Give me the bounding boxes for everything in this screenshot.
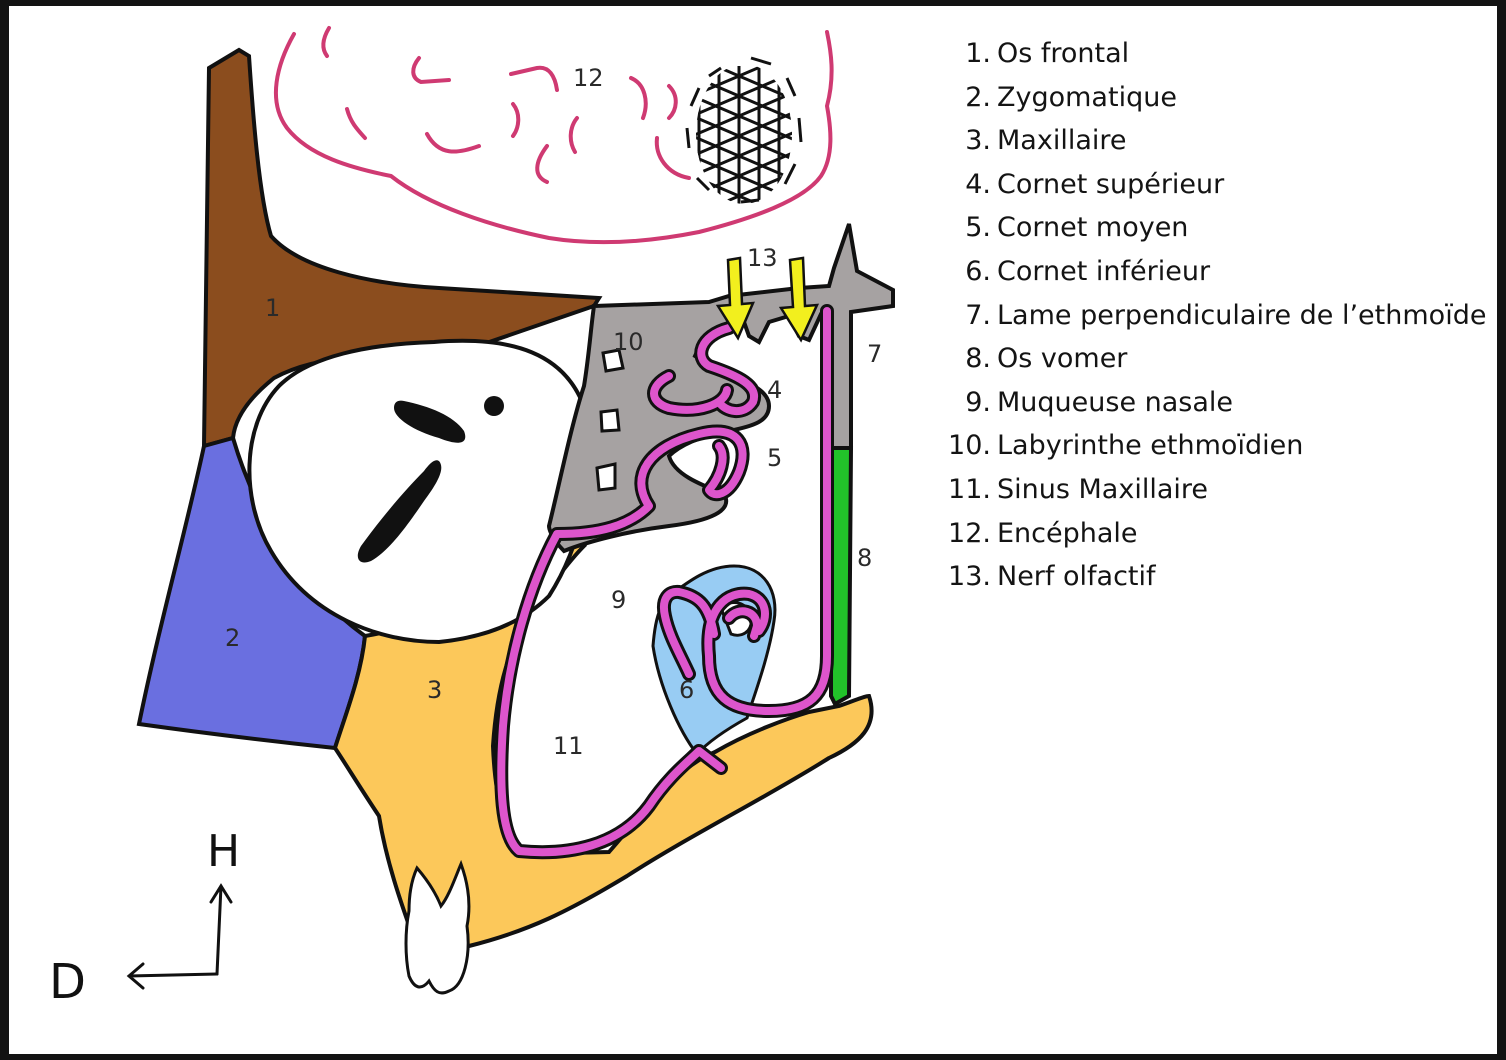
legend-item: 8.Os vomer (935, 337, 1486, 381)
legend-item: 11.Sinus Maxillaire (935, 468, 1486, 512)
legend-item: 6.Cornet inférieur (935, 250, 1486, 294)
eye-mark (484, 396, 504, 416)
label-13: 13 (747, 244, 778, 272)
legend-item: 5.Cornet moyen (935, 206, 1486, 250)
legend-item: 2.Zygomatique (935, 76, 1486, 120)
label-9: 9 (611, 586, 626, 614)
up-arrow-icon (211, 886, 231, 974)
legend-item: 1.Os frontal (935, 32, 1486, 76)
legend: 1.Os frontal 2.Zygomatique 3.Maxillaire … (935, 32, 1486, 599)
label-8: 8 (857, 544, 872, 572)
label-5: 5 (767, 444, 782, 472)
legend-item: 7.Lame perpendiculaire de l’ethmoïde (935, 294, 1486, 338)
orientation-up-label: H (207, 826, 240, 877)
legend-item: 10.Labyrinthe ethmoïdien (935, 424, 1486, 468)
brain-gyrus (347, 109, 365, 138)
diagram-canvas: H D 1 2 3 4 5 6 7 8 9 10 11 12 13 1.Os f… (9, 6, 1497, 1054)
label-7: 7 (867, 340, 882, 368)
brain-outline (276, 32, 832, 242)
brain (276, 28, 832, 242)
legend-item: 13.Nerf olfactif (935, 555, 1486, 599)
label-2: 2 (225, 624, 240, 652)
label-4: 4 (767, 376, 782, 404)
legend-item: 12.Encéphale (935, 512, 1486, 556)
brain-gyrus (537, 146, 547, 182)
label-10: 10 (613, 328, 644, 356)
brain-gyrus (427, 134, 479, 152)
orientation-indicator (129, 886, 231, 988)
brain-gyrus (323, 28, 329, 56)
label-1: 1 (265, 294, 280, 322)
label-12: 12 (573, 64, 604, 92)
brain-gyrus (413, 58, 449, 82)
brain-gyrus (511, 68, 557, 90)
label-11: 11 (553, 732, 584, 760)
brain-gyrus (669, 86, 676, 118)
brain-gyrus (571, 118, 577, 152)
left-arrow-icon (129, 964, 217, 988)
brain-gyrus (657, 138, 689, 178)
legend-item: 3.Maxillaire (935, 119, 1486, 163)
brain-gyrus (513, 104, 518, 136)
brain-gyrus (631, 78, 646, 118)
legend-item: 4.Cornet supérieur (935, 163, 1486, 207)
label-3: 3 (427, 676, 442, 704)
label-6: 6 (679, 676, 694, 704)
orientation-left-label: D (49, 954, 86, 1010)
legend-item: 9.Muqueuse nasale (935, 381, 1486, 425)
